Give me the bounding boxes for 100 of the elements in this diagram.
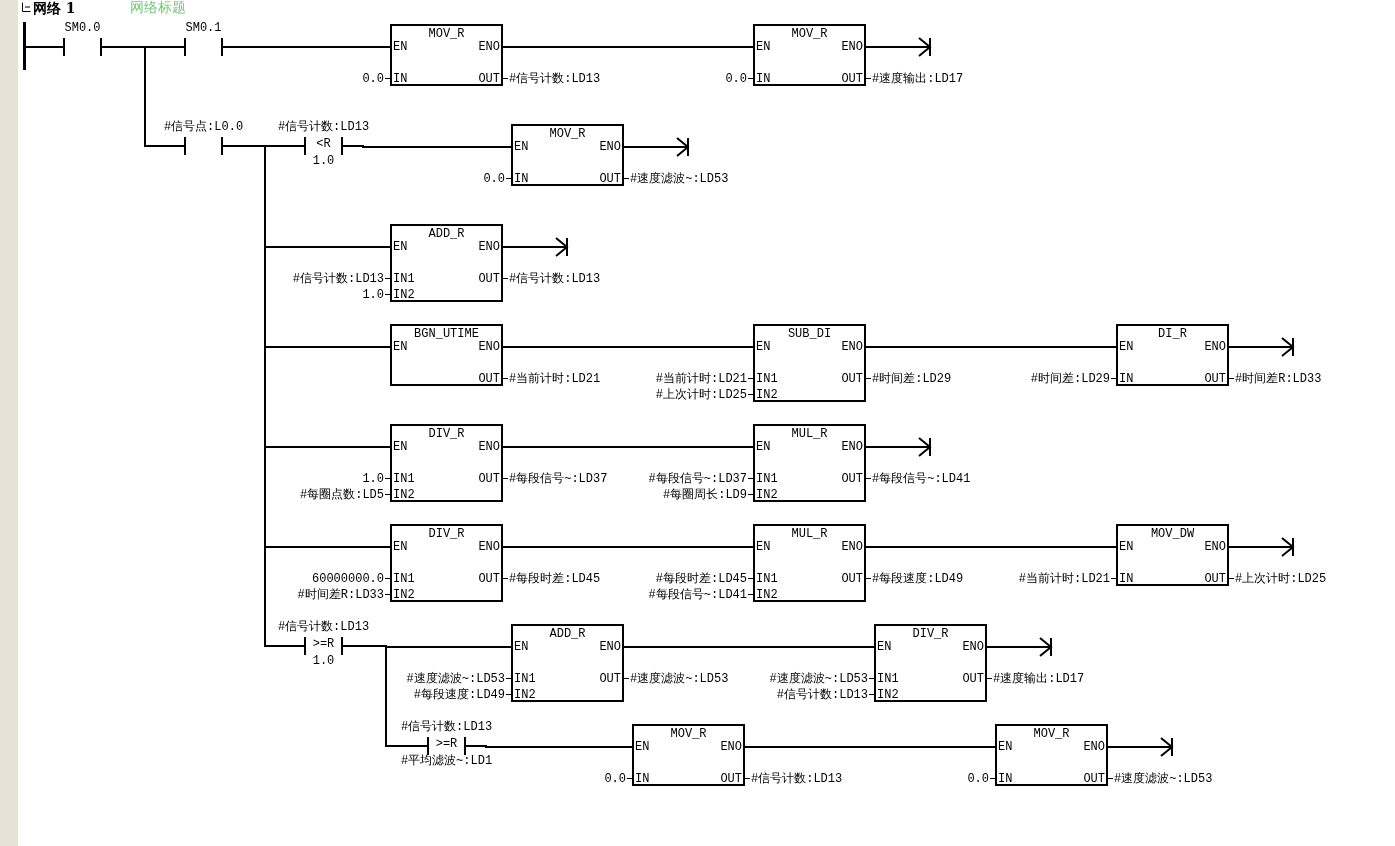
wire — [623, 137, 689, 157]
parameter-label: #速度滤波~:LD53 — [624, 671, 729, 687]
wire — [623, 646, 875, 648]
wire — [101, 46, 185, 147]
contact-label: SM0.0 — [64, 20, 101, 36]
pin-label: IN — [1119, 571, 1134, 587]
pin-label: ENO — [841, 439, 863, 455]
pin-label: IN1 — [756, 471, 778, 487]
pin-label: EN — [756, 439, 771, 455]
function-name: MOV_R — [1033, 726, 1070, 742]
pin-label: IN1 — [756, 571, 778, 587]
parameter-label: #信号计数:LD13 — [503, 71, 601, 87]
network-comment: 网络标题 — [130, 0, 186, 16]
wire — [222, 46, 391, 48]
pin-label: ENO — [1204, 539, 1226, 555]
function-box — [632, 724, 745, 786]
function-name: ADD_R — [428, 226, 465, 242]
pin-label: IN2 — [756, 387, 778, 403]
wire — [502, 346, 754, 348]
contact-label: #平均滤波~:LD1 — [400, 753, 493, 769]
parameter-label: #速度滤波~:LD53 — [1108, 771, 1213, 787]
wire — [986, 637, 1052, 657]
wire — [222, 145, 305, 647]
pin-label: EN — [998, 739, 1013, 755]
function-name: MOV_R — [428, 26, 465, 42]
pin-label: IN2 — [756, 487, 778, 503]
pin-label: EN — [393, 339, 408, 355]
parameter-label: #每段时差:LD45 — [503, 571, 601, 587]
contact-label: #信号计数:LD13 — [277, 619, 370, 635]
pin-label: IN — [393, 71, 408, 87]
parameter-label: #每段时差:LD45 — [655, 571, 753, 587]
parameter-label: #信号计数:LD13 — [745, 771, 843, 787]
compare-operator: >=R — [435, 736, 458, 752]
function-box — [511, 124, 624, 186]
compare-operator: >=R — [312, 636, 335, 652]
pin-label: EN — [1119, 539, 1134, 555]
parameter-label: 0.0 — [362, 71, 390, 87]
pin-label: EN — [393, 539, 408, 555]
function-name: MOV_R — [670, 726, 707, 742]
pin-label: IN1 — [877, 671, 899, 687]
parameter-label: 60000000.0 — [312, 571, 390, 587]
pin-label: OUT — [841, 471, 863, 487]
pin-label: OUT — [478, 471, 500, 487]
wire — [1107, 737, 1173, 757]
function-box — [753, 324, 866, 402]
parameter-label: #信号计数:LD13 — [503, 271, 601, 287]
wire — [865, 437, 931, 457]
pin-label: OUT — [1204, 571, 1226, 587]
pin-label: ENO — [478, 439, 500, 455]
pin-label: ENO — [720, 739, 742, 755]
pin-label: ENO — [478, 239, 500, 255]
pin-label: EN — [393, 439, 408, 455]
parameter-label: #速度滤波~:LD53 — [406, 671, 511, 687]
parameter-label: #速度输出:LD17 — [987, 671, 1085, 687]
parameter-label: #每圈点数:LD5 — [300, 487, 390, 503]
pin-label: EN — [756, 339, 771, 355]
parameter-label: #当前计时:LD21 — [655, 371, 753, 387]
pin-label: IN2 — [393, 587, 415, 603]
wire — [502, 46, 754, 48]
pin-label: IN2 — [877, 687, 899, 703]
wire — [1228, 537, 1294, 557]
wire — [342, 645, 428, 747]
wire — [465, 745, 633, 748]
function-box — [753, 524, 866, 602]
function-name: MUL_R — [791, 426, 828, 442]
pin-label: ENO — [1083, 739, 1105, 755]
wire — [502, 446, 754, 448]
pin-label: ENO — [841, 339, 863, 355]
pin-label: IN1 — [393, 571, 415, 587]
function-box — [390, 424, 503, 502]
pin-label: OUT — [599, 671, 621, 687]
parameter-label: #上次计时:LD25 — [655, 387, 753, 403]
wire — [865, 546, 1117, 548]
parameter-label: #当前计时:LD21 — [503, 371, 601, 387]
function-box — [753, 24, 866, 86]
pin-label: IN1 — [514, 671, 536, 687]
pin-label: IN1 — [393, 471, 415, 487]
pin-label: ENO — [478, 339, 500, 355]
wire — [865, 37, 931, 57]
parameter-label: #每段信号~:LD41 — [648, 587, 753, 603]
parameter-label: #速度滤波~:LD53 — [624, 171, 729, 187]
wire — [25, 46, 64, 48]
pin-label: IN — [514, 171, 529, 187]
pin-label: OUT — [1204, 371, 1226, 387]
function-name: BGN_UTIME — [414, 326, 479, 342]
pin-label: IN1 — [756, 371, 778, 387]
parameter-label: #每段信号~:LD37 — [648, 471, 753, 487]
parameter-label: #上次计时:LD25 — [1229, 571, 1327, 587]
function-box — [874, 624, 987, 702]
function-name: DIV_R — [912, 626, 949, 642]
parameter-label: #每段信号~:LD41 — [866, 471, 971, 487]
pin-label: ENO — [841, 539, 863, 555]
pin-label: IN2 — [756, 587, 778, 603]
function-name: MOV_DW — [1150, 526, 1195, 542]
parameter-label: #每段速度:LD49 — [413, 687, 511, 703]
parameter-label: 0.0 — [483, 171, 511, 187]
wire — [342, 145, 512, 148]
pin-label: IN — [998, 771, 1013, 787]
pin-label: ENO — [478, 539, 500, 555]
wire — [1228, 337, 1294, 357]
